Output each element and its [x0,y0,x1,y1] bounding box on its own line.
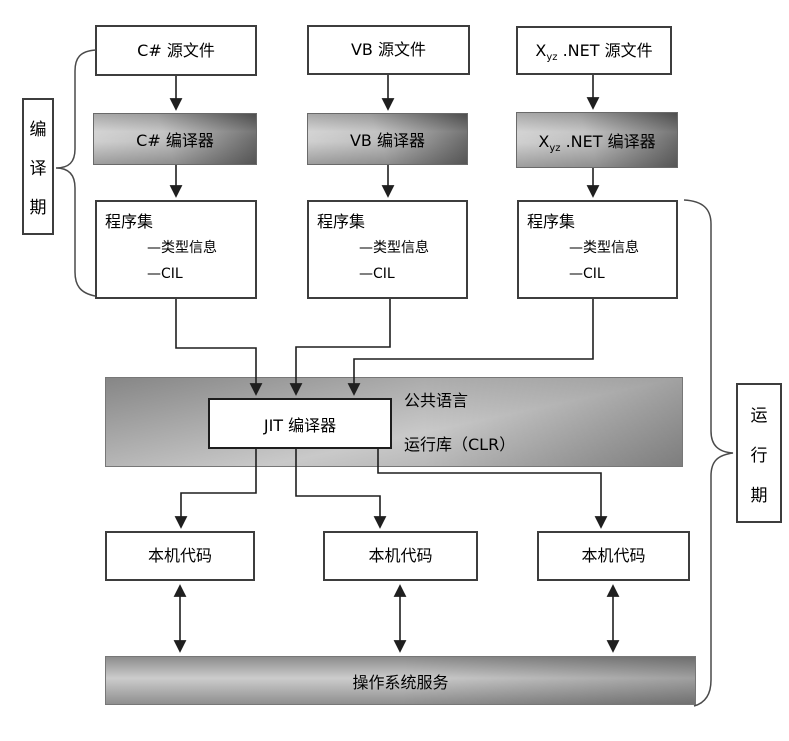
os-services-label: 操作系统服务 [352,672,449,692]
native-code-box-2: 本机代码 [323,531,478,581]
assembly-box-3: 程序集 —类型信息 —CIL [517,200,678,299]
source-file-label: VB 源文件 [350,40,426,60]
assembly-title: 程序集 [317,212,366,231]
assembly-item-type-info: —类型信息 [569,240,639,257]
assembly-item-type-info: —类型信息 [147,240,217,257]
native-code-box-3: 本机代码 [537,531,690,581]
clr-name-line2: 运行库（CLR） [404,435,516,454]
compiler-box-csharp: C# 编译器 [93,113,257,165]
compile-phase-box: 编 译 期 [22,98,54,235]
assembly-title: 程序集 [527,212,576,231]
native-code-label: 本机代码 [368,546,433,566]
assembly-item-type-info: —类型信息 [359,240,429,257]
source-file-box-vb: VB 源文件 [307,25,470,75]
runtime-phase-char: 行 [750,445,768,466]
compiler-box-xyz: Xyz .NET 编译器 [516,112,678,168]
native-code-label: 本机代码 [147,546,212,566]
assembly-box-2: 程序集 —类型信息 —CIL [307,200,468,299]
source-file-box-xyz: Xyz .NET 源文件 [516,26,672,75]
clr-bar [105,377,683,467]
clr-name-line1: 公共语言 [404,391,469,410]
compiler-label: VB 编译器 [349,131,425,150]
source-file-label: Xyz .NET 源文件 [535,40,653,64]
runtime-phase-char: 期 [750,485,768,506]
assembly-item-cil: —CIL [147,265,183,282]
assembly-box-1: 程序集 —类型信息 —CIL [95,200,257,299]
compiler-label: Xyz .NET 编译器 [538,132,656,155]
jit-compiler-box: JIT 编译器 [208,398,392,449]
native-code-label: 本机代码 [581,546,646,566]
compile-phase-char: 编 [29,120,47,140]
assembly-item-cil: —CIL [569,265,605,282]
compiler-label: C# 编译器 [136,131,214,150]
runtime-phase-box: 运 行 期 [736,383,782,523]
assembly-title: 程序集 [105,212,154,231]
os-services-bar: 操作系统服务 [105,656,696,705]
runtime-phase-char: 运 [750,405,768,426]
jit-compiler-label: JIT 编译器 [263,415,337,435]
compile-phase-char: 译 [29,159,47,179]
native-code-box-1: 本机代码 [105,531,255,581]
compiler-box-vb: VB 编译器 [307,113,468,165]
source-file-box-csharp: C# 源文件 [95,25,257,76]
compile-phase-char: 期 [29,198,47,218]
source-file-label: C# 源文件 [137,40,215,60]
assembly-item-cil: —CIL [359,265,395,282]
